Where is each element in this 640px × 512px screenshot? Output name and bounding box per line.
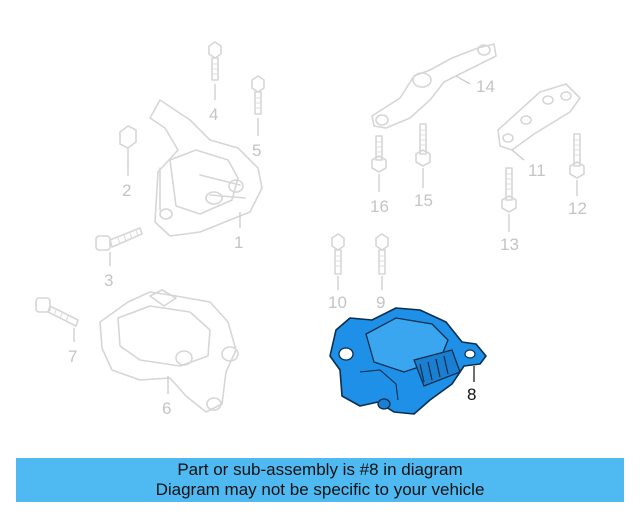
callout-7[interactable]: 7	[68, 347, 77, 366]
part-13-bolt[interactable]	[501, 167, 517, 213]
leader-11	[511, 149, 525, 161]
caption-line-1: Part or sub-assembly is #8 in diagram	[177, 460, 463, 479]
callout-5[interactable]: 5	[252, 141, 261, 160]
callout-4[interactable]: 4	[209, 105, 218, 124]
callout-6[interactable]: 6	[162, 399, 171, 418]
leader-lines	[73, 75, 578, 394]
caption-line-2: Diagram may not be specific to your vehi…	[155, 480, 485, 499]
part-1-engine-mount[interactable]	[149, 99, 263, 237]
part-4-bolt[interactable]	[208, 41, 222, 81]
callout-16[interactable]: 16	[370, 197, 389, 216]
callout-11[interactable]: 11	[528, 161, 546, 180]
callout-10[interactable]: 10	[328, 293, 347, 312]
part-11-bracket-plate[interactable]	[497, 83, 581, 151]
callout-1[interactable]: 1	[234, 233, 243, 252]
parts-diagram: 1 2 3 4 5 6 7 8 9 10 11 12 13 14 15 16	[35, 41, 587, 418]
part-16-bolt[interactable]	[371, 135, 387, 173]
callout-12[interactable]: 12	[568, 199, 587, 218]
part-9-bolt[interactable]	[375, 233, 389, 275]
part-2-nut[interactable]	[119, 125, 137, 161]
part-6-bracket[interactable]	[99, 289, 239, 413]
part-14-torque-rod[interactable]	[371, 43, 497, 129]
callout-3[interactable]: 3	[104, 271, 113, 290]
leader-14	[455, 75, 471, 85]
part-3-bolt[interactable]	[95, 227, 143, 251]
callout-2[interactable]: 2	[122, 181, 131, 200]
callout-13[interactable]: 13	[500, 235, 519, 254]
part-8-transmission-mount[interactable]	[329, 307, 487, 415]
callout-14[interactable]: 14	[476, 77, 495, 96]
part-10-bolt[interactable]	[331, 233, 345, 275]
part-5-bolt[interactable]	[251, 75, 265, 115]
part-15-bolt[interactable]	[415, 123, 431, 167]
callout-9[interactable]: 9	[376, 293, 385, 312]
callout-15[interactable]: 15	[414, 191, 433, 210]
part-7-bolt[interactable]	[35, 297, 79, 327]
part-12-bolt[interactable]	[569, 133, 585, 179]
caption-banner: Part or sub-assembly is #8 in diagram Di…	[16, 458, 624, 502]
callout-8[interactable]: 8	[467, 385, 476, 404]
